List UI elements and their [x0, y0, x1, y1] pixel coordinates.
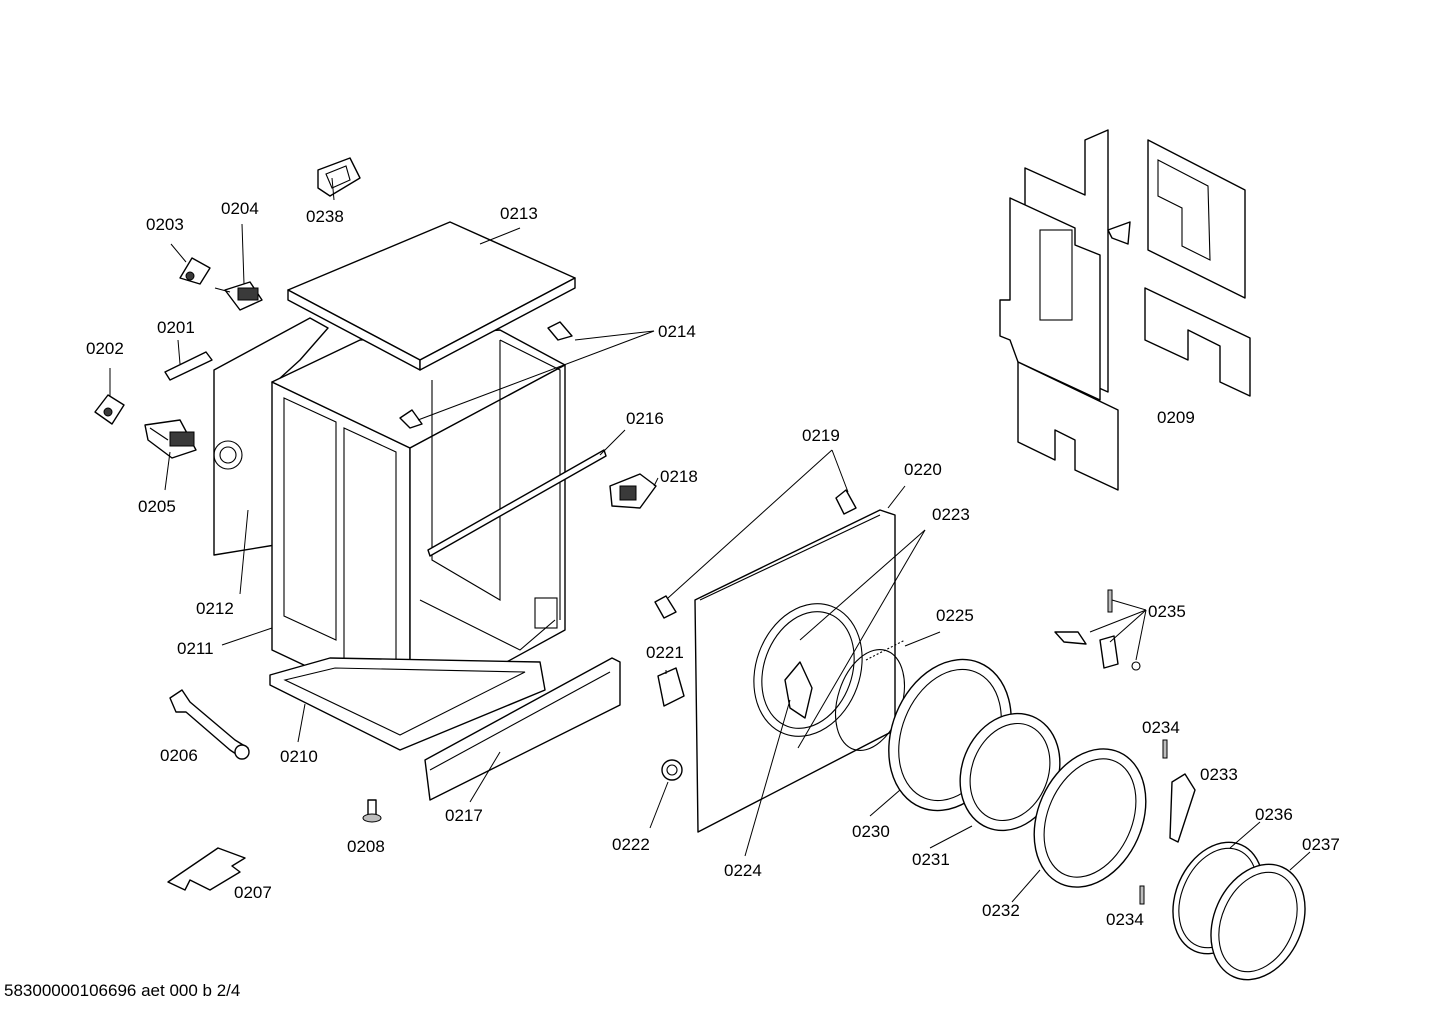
callout-0210: 0210	[280, 747, 318, 766]
part-plinth-0217	[424, 657, 621, 801]
part-clip-0214a	[547, 321, 573, 341]
callout-0218: 0218	[660, 467, 698, 486]
callout-0206: 0206	[160, 746, 198, 765]
part-lock-0218	[609, 473, 657, 509]
callout-0236: 0236	[1255, 805, 1293, 824]
callout-0209: 0209	[1157, 408, 1195, 427]
part-damper-0205	[144, 419, 197, 459]
part-cabinet-0211	[271, 329, 566, 716]
callout-0231: 0231	[912, 850, 950, 869]
callout-0222: 0222	[612, 835, 650, 854]
part-top-lid-0213	[287, 221, 576, 371]
part-pin-0234a	[1162, 739, 1168, 759]
part-clip-0219b	[654, 595, 677, 619]
callout-0201: 0201	[157, 318, 195, 337]
part-clip-0219	[835, 489, 857, 515]
callout-0208: 0208	[347, 837, 385, 856]
part-clip-0214b	[399, 409, 423, 429]
part-pin-0234b	[1139, 885, 1145, 905]
callout-0204: 0204	[221, 199, 259, 218]
part-insulation-0209	[999, 129, 1251, 491]
part-hinge-0238	[317, 157, 361, 197]
callout-0212: 0212	[196, 599, 234, 618]
leader-lines	[109, 177, 1311, 903]
callout-0234-upper: 0234	[1142, 718, 1180, 737]
callout-0205: 0205	[138, 497, 176, 516]
callout-0235: 0235	[1148, 602, 1186, 621]
callout-0232: 0232	[982, 901, 1020, 920]
callout-0221: 0221	[646, 643, 684, 662]
callout-0220: 0220	[904, 460, 942, 479]
part-switch-0221	[657, 667, 685, 707]
callout-0230: 0230	[852, 822, 890, 841]
part-outer-ring-0237	[1210, 863, 1306, 981]
callout-0214: 0214	[658, 322, 696, 341]
part-base-tray-0210	[269, 657, 546, 751]
callout-0217: 0217	[445, 806, 483, 825]
part-bracket-0203	[179, 257, 211, 285]
callout-0211: 0211	[177, 639, 214, 658]
callout-0207: 0207	[234, 883, 272, 902]
callout-0203: 0203	[146, 215, 184, 234]
part-rear-panel-0212	[213, 317, 329, 556]
part-hinge-0233	[1169, 773, 1196, 843]
part-clip-0201	[164, 351, 213, 381]
part-cross-bar-0216	[427, 449, 607, 557]
callout-0233: 0233	[1200, 765, 1238, 784]
part-lock-parts-0235	[1054, 589, 1141, 671]
part-foot-0208	[362, 799, 382, 823]
part-bracket-0202	[94, 394, 125, 425]
callout-0202: 0202	[86, 339, 124, 358]
callout-0213: 0213	[500, 204, 538, 223]
callout-0225: 0225	[936, 606, 974, 625]
callout-0224: 0224	[724, 861, 762, 880]
callout-0238: 0238	[306, 207, 344, 226]
callout-0223: 0223	[932, 505, 970, 524]
part-wrench-0206	[169, 689, 250, 760]
part-door-frame-0232	[1033, 748, 1147, 888]
callout-0219: 0219	[802, 426, 840, 445]
callout-0237: 0237	[1302, 835, 1340, 854]
callout-0216: 0216	[626, 409, 664, 428]
part-shim-0207	[167, 847, 246, 891]
part-knob-0222	[661, 759, 683, 781]
part-shock-0204	[214, 281, 263, 311]
document-code: 58300000106696 aet 000 b 2/4	[4, 981, 241, 1000]
callout-0234-lower: 0234	[1106, 910, 1144, 929]
